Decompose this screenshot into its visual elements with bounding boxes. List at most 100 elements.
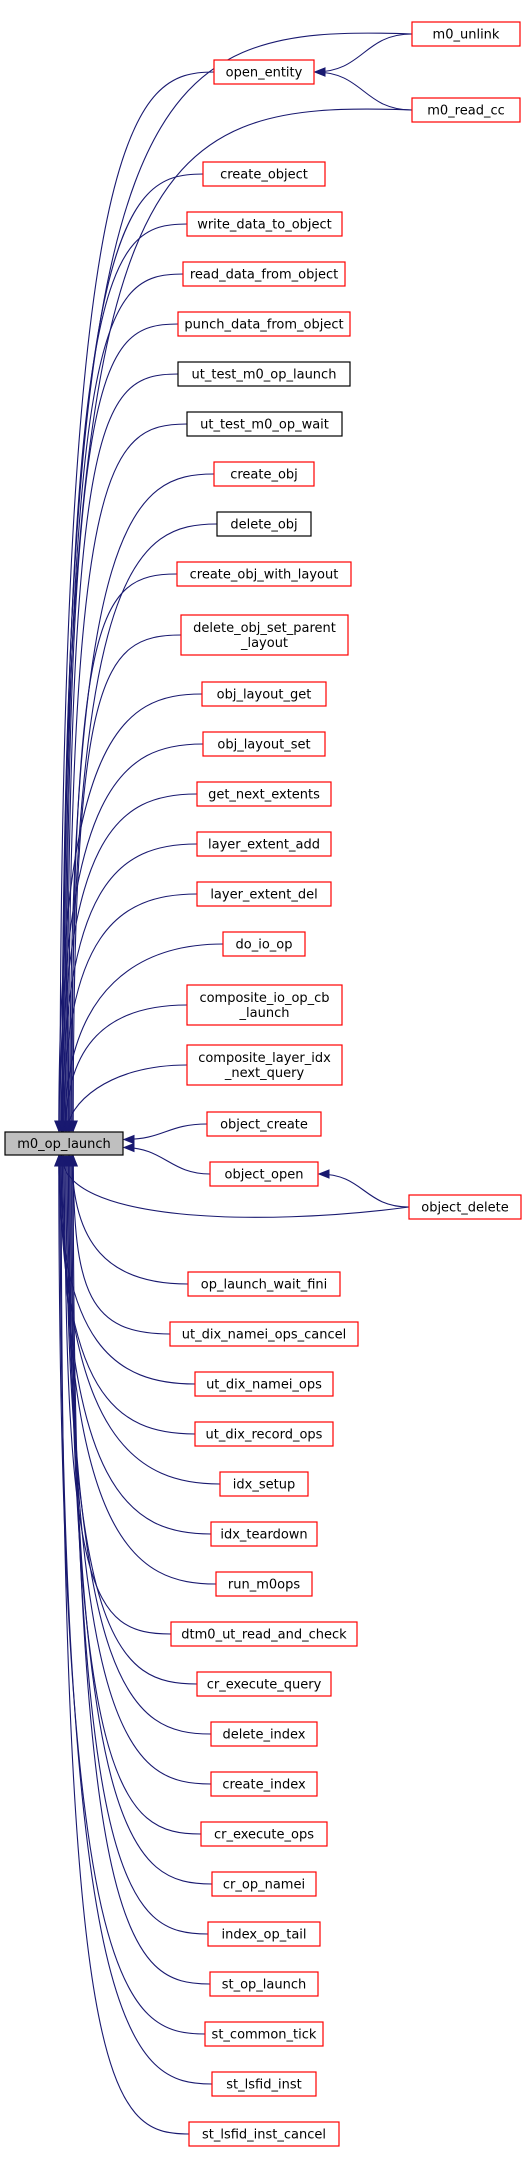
node-box bbox=[209, 1161, 319, 1187]
edge-delete_obj-to-root bbox=[70, 523, 218, 1132]
node-punch_data_from_object[interactable]: punch_data_from_object bbox=[177, 311, 351, 337]
node-box bbox=[196, 881, 332, 907]
node-st_common_tick[interactable]: st_common_tick bbox=[204, 2021, 324, 2047]
edge-object_create-to-root-arrowhead bbox=[122, 1134, 135, 1145]
edge-object_delete-to-object_open-arrowhead bbox=[317, 1169, 330, 1179]
node-create_object[interactable]: create_object bbox=[202, 161, 326, 187]
node-delete_obj_set_parent_layout[interactable]: delete_obj_set_parent_layout bbox=[180, 614, 349, 656]
edge-object_open-to-root-arrowhead bbox=[122, 1142, 135, 1153]
edge-do_io_op-to-root bbox=[64, 943, 224, 1132]
edge-ut_test_m0_op_launch-to-root bbox=[66, 373, 179, 1132]
node-delete_index[interactable]: delete_index bbox=[210, 1721, 318, 1747]
edge-object_delete-to-root bbox=[61, 1155, 410, 1218]
node-label: read_data_from_object bbox=[190, 268, 338, 283]
node-box bbox=[176, 561, 352, 587]
node-box bbox=[186, 984, 343, 1026]
node-box bbox=[216, 511, 312, 537]
node-label: composite_io_op_cb bbox=[199, 991, 329, 1006]
edge-m0_read_cc-to-root-arrowhead bbox=[57, 1120, 67, 1133]
node-object_create[interactable]: object_create bbox=[206, 1111, 322, 1137]
root-node-m0_op_launch[interactable]: m0_op_launch bbox=[4, 1131, 124, 1156]
node-ut_test_m0_op_launch[interactable]: ut_test_m0_op_launch bbox=[177, 361, 351, 387]
node-st_op_launch[interactable]: st_op_launch bbox=[209, 1971, 319, 1997]
node-create_obj[interactable]: create_obj bbox=[213, 461, 315, 487]
node-label: index_op_tail bbox=[221, 1928, 306, 1943]
node-cr_op_namei[interactable]: cr_op_namei bbox=[211, 1871, 317, 1897]
node-label: m0_unlink bbox=[433, 28, 500, 43]
node-index_op_tail[interactable]: index_op_tail bbox=[207, 1921, 321, 1947]
node-create_obj_with_layout[interactable]: create_obj_with_layout bbox=[176, 561, 352, 587]
node-label: ut_dix_record_ops bbox=[206, 1428, 323, 1443]
node-layer_extent_del[interactable]: layer_extent_del bbox=[196, 881, 332, 907]
node-idx_setup[interactable]: idx_setup bbox=[219, 1471, 309, 1497]
node-create_index[interactable]: create_index bbox=[210, 1771, 318, 1797]
node-composite_layer_idx_next_query[interactable]: composite_layer_idx_next_query bbox=[186, 1044, 343, 1086]
node-cr_execute_ops[interactable]: cr_execute_ops bbox=[200, 1821, 328, 1847]
root-node-label: m0_op_launch bbox=[17, 1137, 111, 1152]
node-ut_dix_record_ops[interactable]: ut_dix_record_ops bbox=[194, 1421, 334, 1447]
node-write_data_to_object[interactable]: write_data_to_object bbox=[186, 211, 343, 237]
node-box bbox=[210, 1771, 318, 1797]
edge-create_obj-to-root bbox=[69, 473, 215, 1132]
node-box bbox=[187, 1271, 341, 1297]
edge-cr_execute_ops-to-root bbox=[69, 1155, 202, 1835]
node-label: st_op_launch bbox=[222, 1978, 307, 1993]
edge-st_common_tick-to-root bbox=[58, 1155, 206, 2035]
node-dtm0_ut_read_and_check[interactable]: dtm0_ut_read_and_check bbox=[170, 1621, 358, 1647]
node-box bbox=[204, 2021, 324, 2047]
node-read_data_from_object[interactable]: read_data_from_object bbox=[182, 261, 346, 287]
node-object_delete[interactable]: object_delete bbox=[408, 1194, 522, 1220]
node-composite_io_op_cb_launch[interactable]: composite_io_op_cb_launch bbox=[186, 984, 343, 1026]
node-label: m0_read_cc bbox=[427, 104, 505, 119]
node-open_entity[interactable]: open_entity bbox=[213, 59, 315, 85]
node-ut_dix_namei_ops[interactable]: ut_dix_namei_ops bbox=[194, 1371, 334, 1397]
node-m0_unlink[interactable]: m0_unlink bbox=[411, 21, 521, 47]
node-box bbox=[215, 1571, 313, 1597]
edge-ut_test_m0_op_wait-to-root bbox=[67, 423, 188, 1132]
edge-create_obj_with_layout-to-root bbox=[71, 573, 178, 1132]
edge-composite_layer_idx_next_query-to-root bbox=[66, 1064, 188, 1132]
node-layer_extent_add[interactable]: layer_extent_add bbox=[196, 831, 332, 857]
node-box bbox=[170, 1621, 358, 1647]
node-idx_teardown[interactable]: idx_teardown bbox=[210, 1521, 318, 1547]
node-m0_read_cc[interactable]: m0_read_cc bbox=[411, 97, 521, 123]
node-get_next_extents[interactable]: get_next_extents bbox=[196, 781, 332, 807]
node-st_lsfid_inst[interactable]: st_lsfid_inst bbox=[211, 2071, 317, 2097]
node-box bbox=[201, 681, 327, 707]
edge-cr_execute_query-to-root bbox=[65, 1155, 198, 1685]
edges-layer bbox=[54, 32, 413, 2135]
node-op_launch_wait_fini[interactable]: op_launch_wait_fini bbox=[187, 1271, 341, 1297]
edge-st_op_launch-to-root-arrowhead bbox=[68, 1154, 78, 1167]
node-label: st_common_tick bbox=[212, 2028, 317, 2043]
edge-object_open-to-root bbox=[123, 1146, 211, 1175]
edge-delete_obj_set_parent_layout-to-root bbox=[72, 634, 182, 1132]
edge-object_delete-to-object_open bbox=[318, 1173, 410, 1208]
node-object_open[interactable]: object_open bbox=[209, 1161, 319, 1187]
node-label: write_data_to_object bbox=[197, 218, 332, 233]
node-box bbox=[210, 1721, 318, 1747]
node-st_lsfid_inst_cancel[interactable]: st_lsfid_inst_cancel bbox=[188, 2121, 340, 2147]
node-delete_obj[interactable]: delete_obj bbox=[216, 511, 312, 537]
node-ut_dix_namei_ops_cancel[interactable]: ut_dix_namei_ops_cancel bbox=[169, 1321, 359, 1347]
node-label: cr_execute_query bbox=[207, 1678, 322, 1693]
node-obj_layout_get[interactable]: obj_layout_get bbox=[201, 681, 327, 707]
node-box bbox=[411, 97, 521, 123]
node-label: open_entity bbox=[226, 66, 303, 81]
node-label: st_lsfid_inst_cancel bbox=[202, 2128, 326, 2143]
node-cr_execute_query[interactable]: cr_execute_query bbox=[196, 1671, 332, 1697]
node-obj_layout_set[interactable]: obj_layout_set bbox=[202, 731, 326, 757]
node-do_io_op[interactable]: do_io_op bbox=[222, 931, 306, 957]
node-box bbox=[206, 1111, 322, 1137]
node-ut_test_m0_op_wait[interactable]: ut_test_m0_op_wait bbox=[186, 411, 343, 437]
node-box bbox=[202, 731, 326, 757]
node-label: create_obj_with_layout bbox=[190, 568, 339, 583]
node-box bbox=[196, 1671, 332, 1697]
edge-st_lsfid_inst-to-root bbox=[59, 1155, 213, 2085]
edge-run_m0ops-to-root bbox=[63, 1155, 217, 1585]
node-label: obj_layout_get bbox=[217, 688, 312, 703]
node-label: get_next_extents bbox=[208, 788, 320, 803]
edge-m0_unlink-to-open_entity bbox=[314, 33, 413, 73]
node-run_m0ops[interactable]: run_m0ops bbox=[215, 1571, 313, 1597]
node-box bbox=[222, 931, 306, 957]
